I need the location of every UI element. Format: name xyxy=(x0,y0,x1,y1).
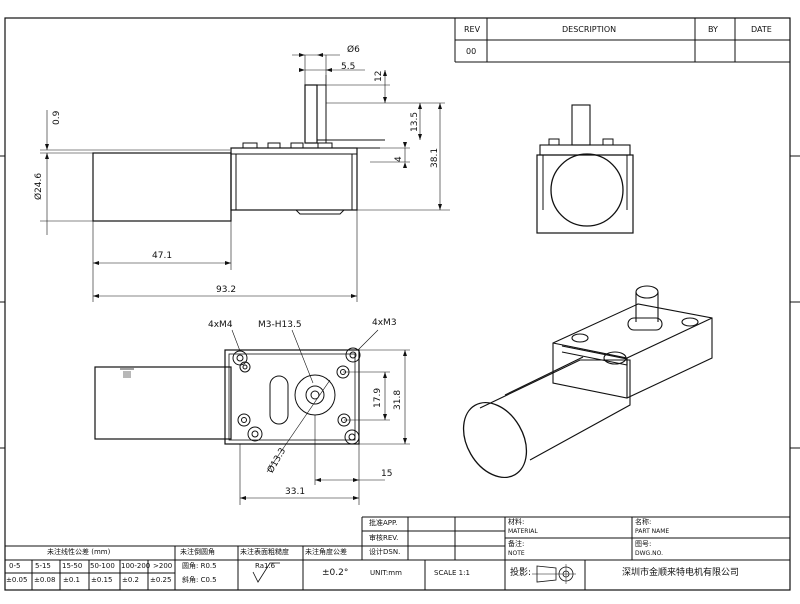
tol-value-4: ±0.15 xyxy=(91,576,113,584)
tol-value-2: ±0.08 xyxy=(34,576,56,584)
label-note-en: NOTE xyxy=(508,550,525,557)
label-drawing-no-en: DWG.NO. xyxy=(635,550,663,557)
dim-gap: 0.9 xyxy=(52,110,62,125)
dim-shaft-h: 13.5 xyxy=(410,111,420,132)
dim-shaft-dia: Ø6 xyxy=(347,45,360,55)
label-unit: UNIT:mm xyxy=(370,569,402,577)
tol-roughness: Ra1.6 xyxy=(255,562,276,570)
dim-boss: 4 xyxy=(394,156,404,162)
top-view xyxy=(94,329,410,505)
dim-pitch-v: 17.9 xyxy=(373,387,383,408)
dim-motor-len: 47.1 xyxy=(152,251,173,261)
label-hole-right: 4xM3 xyxy=(372,318,397,328)
title-block xyxy=(5,516,790,590)
tol-fillet: 圆角: R0.5 xyxy=(182,562,217,570)
label-name: 名称: xyxy=(635,518,652,526)
label-center-thread: M3-H13.5 xyxy=(258,320,302,330)
label-material-en: MATERIAL xyxy=(508,528,538,535)
dim-offset: 15 xyxy=(381,469,393,479)
dim-flat: 5.5 xyxy=(341,62,356,72)
tol-title-linear: 未注线性公差 (mm) xyxy=(47,548,111,556)
label-hole-left: 4xM4 xyxy=(208,320,233,330)
label-approve: 批准APP. xyxy=(369,519,398,527)
tol-value-3: ±0.1 xyxy=(63,576,80,584)
tol-value-6: ±0.25 xyxy=(150,576,172,584)
description-header: DESCRIPTION xyxy=(562,25,617,34)
side-view xyxy=(40,54,450,302)
tol-range-5: 100-200 xyxy=(121,562,151,570)
tol-angle: ±0.2° xyxy=(322,568,349,578)
tol-title-rough: 未注表面粗糙度 xyxy=(240,548,289,556)
tol-value-1: ±0.05 xyxy=(6,576,28,584)
tol-title-fillet: 未注倒圆角 xyxy=(180,548,215,556)
label-drawing-no: 图号: xyxy=(635,540,652,548)
label-design: 设计DSN. xyxy=(369,548,401,556)
tol-chamfer: 斜角: C0.5 xyxy=(182,576,217,584)
dimension-arrows xyxy=(45,53,442,298)
date-header: DATE xyxy=(751,25,772,34)
dim-shaft-len: 12 xyxy=(374,70,384,82)
tol-range-6: >200 xyxy=(153,562,173,570)
tol-range-3: 15-50 xyxy=(62,562,83,570)
label-review: 审核REV. xyxy=(369,534,399,542)
rev-value: 00 xyxy=(466,47,477,56)
dim-width-h: 33.1 xyxy=(285,487,306,497)
company-name: 深圳市金顺来特电机有限公司 xyxy=(622,568,740,578)
revision-table-lines xyxy=(454,18,790,63)
tol-title-angle: 未注角度公差 xyxy=(305,548,347,556)
tol-value-5: ±0.2 xyxy=(122,576,139,584)
dim-height-v: 31.8 xyxy=(393,389,403,410)
isometric-view xyxy=(462,285,713,479)
rev-header: REV xyxy=(464,25,481,34)
dim-gearbox-h: 38.1 xyxy=(430,147,440,168)
label-scale: SCALE 1:1 xyxy=(434,569,470,577)
by-header: BY xyxy=(708,25,718,34)
sheet-border xyxy=(4,17,791,591)
label-name-en: PART NAME xyxy=(635,528,670,535)
tol-range-1: 0-5 xyxy=(9,562,21,570)
dim-total-len: 93.2 xyxy=(216,285,237,295)
tol-range-4: 50-100 xyxy=(90,562,115,570)
tol-range-2: 5-15 xyxy=(35,562,51,570)
label-note: 备注: xyxy=(508,540,525,548)
dim-motor-dia: Ø24.6 xyxy=(34,172,44,200)
label-material: 材料: xyxy=(508,518,525,526)
front-view xyxy=(536,104,634,234)
label-projection: 投影: xyxy=(510,568,532,578)
